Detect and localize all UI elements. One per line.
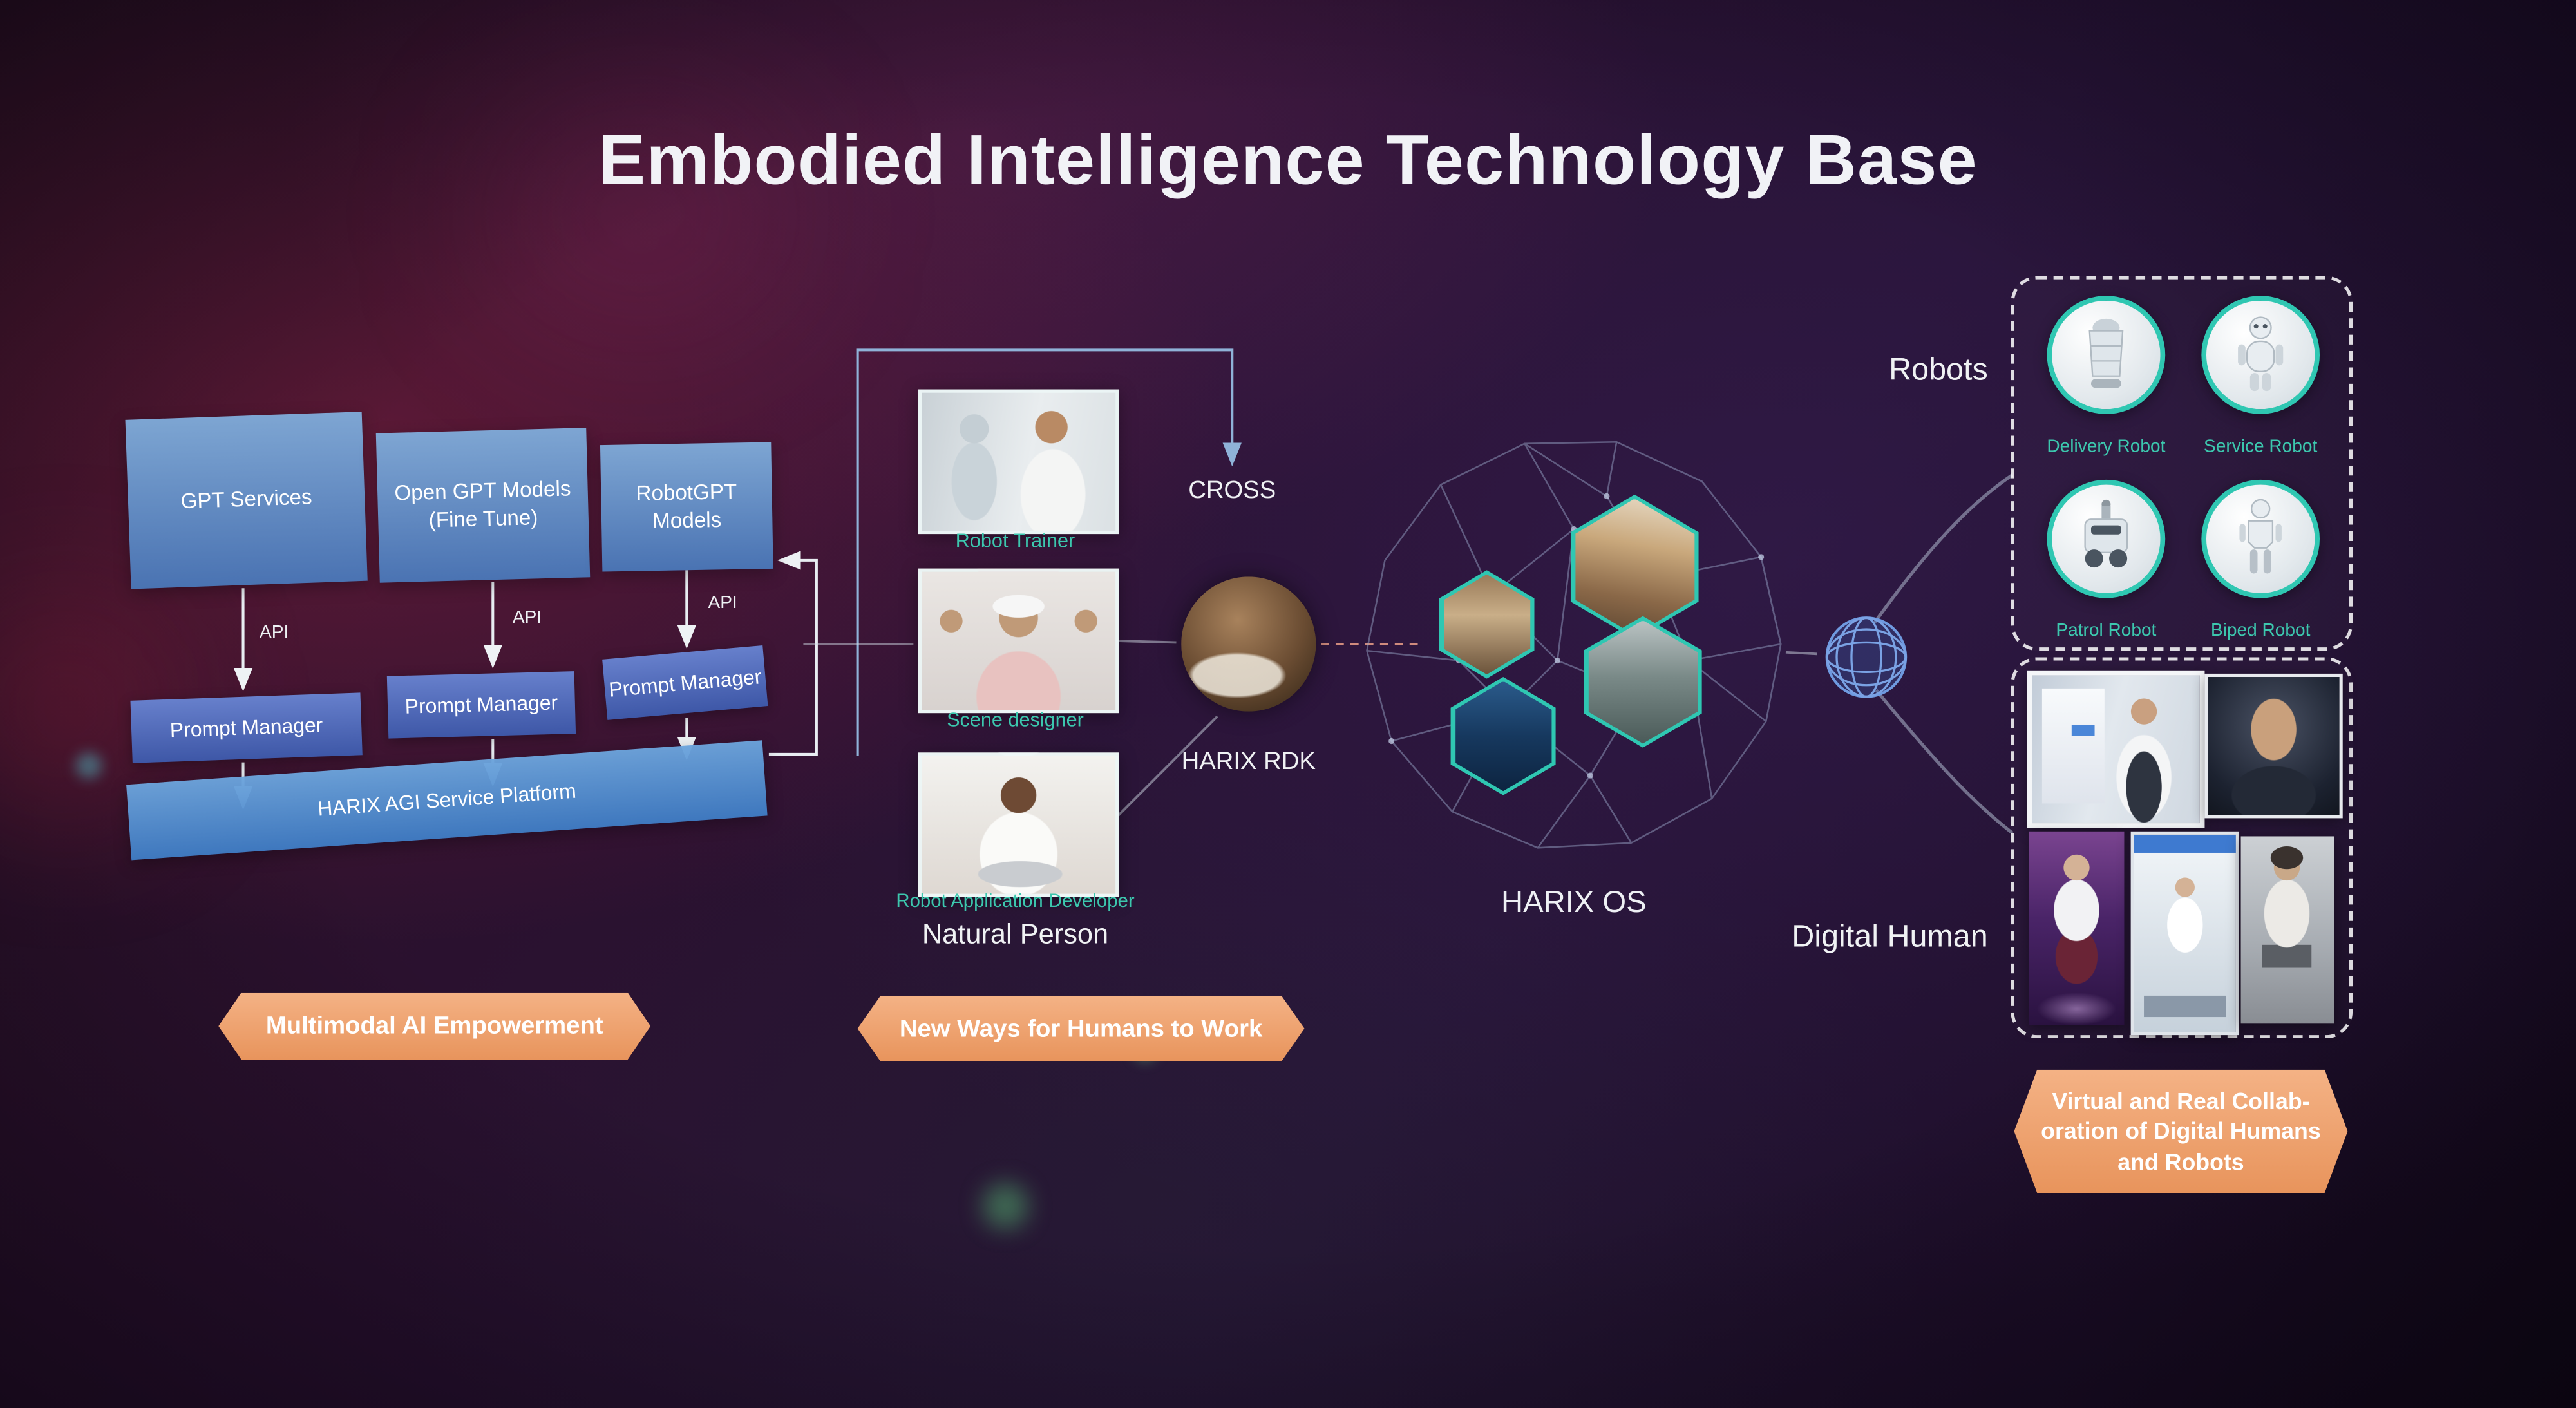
gpt-services-label: GPT Services <box>180 484 313 514</box>
robots-panel: Delivery Robot Service Robot Patrol Robo… <box>2011 276 2353 651</box>
network-globe-icon <box>1825 616 1908 698</box>
robotgpt-models-label: RobotGPT Models <box>636 478 737 533</box>
virtual-real-collab-line-3: and Robots <box>2117 1148 2244 1175</box>
robots-heading: Robots <box>1889 353 1988 388</box>
api-label-1: API <box>260 622 289 643</box>
gray-links <box>803 639 1817 818</box>
robot-application-developer-caption: Robot Application Developer <box>896 892 1135 912</box>
cross-label: CROSS <box>1188 476 1276 505</box>
robot-trainer-caption: Robot Trainer <box>955 529 1075 553</box>
virtual-real-collab-line-1: Virtual and Real Collab- <box>2052 1087 2310 1114</box>
harix-os-label: HARIX OS <box>1501 884 1647 919</box>
open-gpt-models-label: Open GPT Models <box>393 475 571 505</box>
harix-agi-platform-label: HARIX AGI Service Platform <box>316 779 577 821</box>
prompt-manager-box-2: Prompt Manager <box>386 671 576 739</box>
digital-human-stage-image <box>2029 831 2125 1025</box>
open-gpt-models-sublabel: (Fine Tune) <box>428 504 538 531</box>
multimodal-ai-banner: Multimodal AI Empowerment <box>218 993 650 1060</box>
virtual-real-collab-banner: Virtual and Real Collab- oration of Digi… <box>2014 1070 2348 1193</box>
robotgpt-models-box: RobotGPT Models <box>600 442 773 572</box>
natural-person-label: Natural Person <box>922 918 1109 950</box>
digital-human-panel <box>2011 657 2353 1039</box>
harix-rdk-label: HARIX RDK <box>1181 747 1316 776</box>
digital-human-kiosk-image <box>2130 831 2240 1036</box>
digital-human-heading: Digital Human <box>1792 920 1988 955</box>
service-robot-label: Service Robot <box>2204 437 2318 457</box>
harix-os-sphere <box>1360 430 1787 857</box>
new-ways-banner-text: New Ways for Humans to Work <box>899 1014 1263 1043</box>
digital-human-child-image <box>2240 836 2334 1024</box>
patrol-robot-image <box>2047 479 2166 598</box>
prompt-manager-label-1: Prompt Manager <box>169 714 323 743</box>
scene-designer-caption: Scene designer <box>947 708 1084 732</box>
slide-title: Embodied Intelligence Technology Base <box>598 121 1978 201</box>
delivery-robot-image <box>2047 296 2166 414</box>
virtual-real-collab-line-2: oration of Digital Humans <box>2041 1118 2321 1145</box>
biped-robot-icon <box>2239 499 2282 574</box>
prompt-manager-label-2: Prompt Manager <box>404 691 558 719</box>
service-robot-icon <box>2238 316 2284 392</box>
wireframe-sphere <box>1366 441 1782 849</box>
scene-image <box>1454 681 1552 792</box>
service-robot-image <box>2201 296 2320 414</box>
scene-image <box>1443 574 1531 675</box>
scene-designer-photo <box>918 568 1119 714</box>
scene-image <box>1587 620 1698 744</box>
biped-robot-image <box>2201 479 2320 598</box>
patrol-robot-icon <box>2084 499 2128 568</box>
prompt-manager-label-3: Prompt Manager <box>607 664 762 701</box>
multimodal-ai-banner-text: Multimodal AI Empowerment <box>265 1012 603 1040</box>
delivery-robot-label: Delivery Robot <box>2047 437 2166 457</box>
patrol-robot-label: Patrol Robot <box>2056 621 2157 641</box>
api-label-2: API <box>512 607 542 628</box>
digital-human-presenter-image <box>2027 670 2205 828</box>
biped-robot-label: Biped Robot <box>2210 621 2311 641</box>
digital-human-videocall-image <box>2204 673 2343 819</box>
cross-loop-arrow <box>856 348 1242 756</box>
open-gpt-models-box: Open GPT Models (Fine Tune) <box>375 428 591 583</box>
robot-trainer-photo <box>918 389 1119 535</box>
api-label-3: API <box>708 593 737 613</box>
new-ways-banner: New Ways for Humans to Work <box>858 996 1305 1061</box>
delivery-robot-icon <box>2088 318 2124 388</box>
globe-branch-curves <box>1873 473 2014 835</box>
robot-application-developer-photo <box>918 752 1119 897</box>
harix-rdk-image <box>1181 576 1316 712</box>
gpt-services-box: GPT Services <box>125 412 368 589</box>
prompt-manager-box-1: Prompt Manager <box>130 692 363 763</box>
